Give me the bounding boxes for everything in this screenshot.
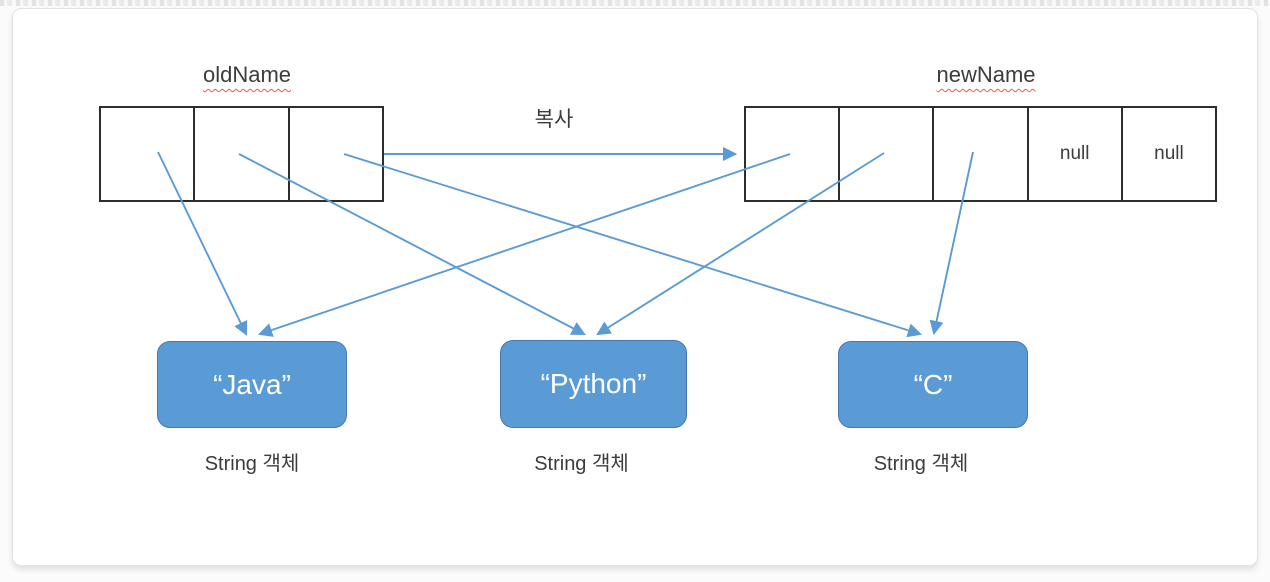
oldname-array-box <box>99 106 384 202</box>
oldname-label: oldName <box>202 62 292 87</box>
string-caption-java: String 객체 <box>204 453 300 475</box>
oldname-cell-0 <box>101 108 193 200</box>
newname-cell-2 <box>932 108 1026 200</box>
oldname-cell-1 <box>193 108 287 200</box>
diagram-card <box>12 8 1258 566</box>
string-caption-c: String 객체 <box>873 453 969 475</box>
copy-arrow-label: 복사 <box>534 108 574 131</box>
newname-cell-3: null <box>1026 108 1121 200</box>
string-object-python-value: “Python” <box>540 368 647 399</box>
cropped-content-strip <box>0 0 1270 6</box>
newname-cell-1 <box>838 108 932 200</box>
string-object-java-value: “Java” <box>213 368 291 400</box>
oldname-cell-2 <box>287 108 382 200</box>
string-caption-python: String 객체 <box>534 453 629 475</box>
newname-cell-0 <box>746 108 838 200</box>
string-object-c: “C” <box>838 341 1028 428</box>
string-object-java: “Java” <box>157 341 347 428</box>
string-object-python: “Python” <box>500 340 687 428</box>
newname-label: newName <box>936 62 1036 87</box>
newname-array-box: null null <box>744 106 1217 202</box>
string-object-c-value: “C” <box>913 368 953 400</box>
newname-cell-4: null <box>1120 108 1215 200</box>
